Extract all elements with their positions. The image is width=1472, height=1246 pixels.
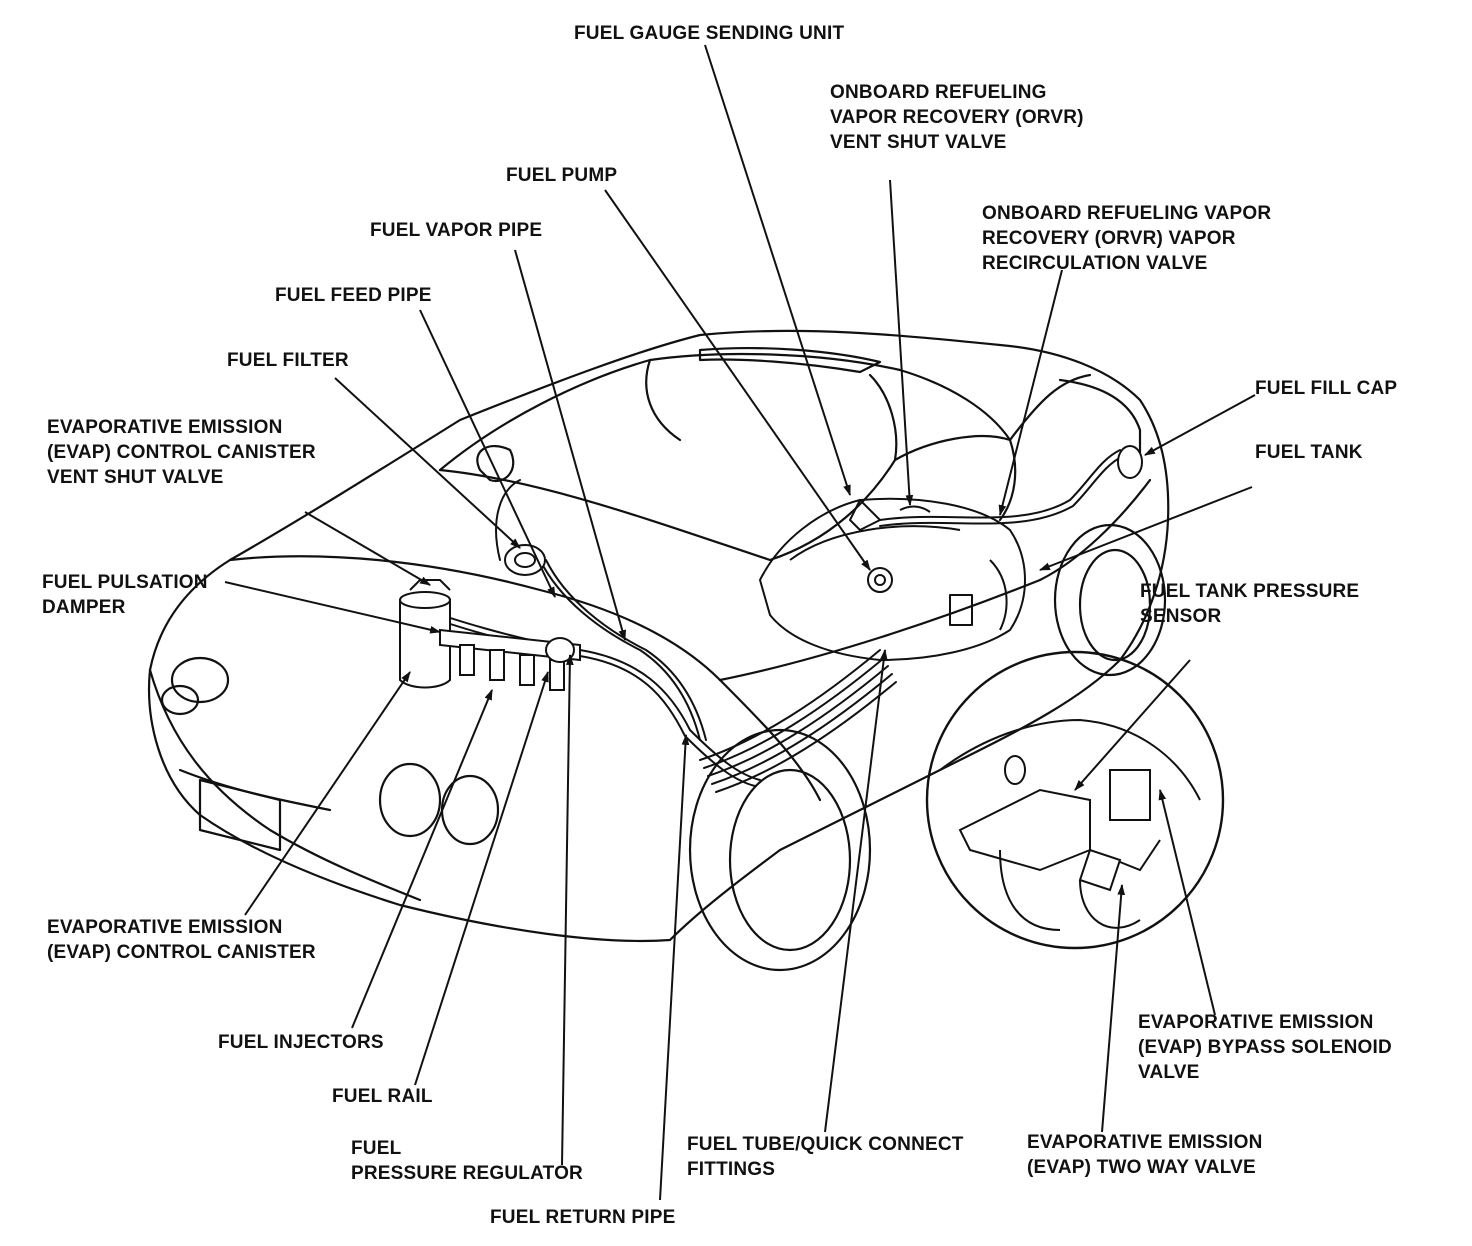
label-orvr-vapor-recirculation-valve: ONBOARD REFUELING VAPOR RECOVERY (ORVR) … [982, 203, 1272, 274]
label-fuel-return-pipe: FUEL RETURN PIPE [490, 1207, 676, 1228]
leader-fuel-vapor-pipe [514, 249, 627, 642]
label-fuel-fill-cap: FUEL FILL CAP [1255, 378, 1398, 399]
engine-components [399, 445, 1143, 691]
fuel-tank-drawing [759, 497, 1026, 661]
label-evap-control-canister: EVAPORATIVE EMISSION (EVAP) CONTROL CANI… [47, 917, 316, 963]
label-evap-bypass-solenoid-valve: EVAPORATIVE EMISSION (EVAP) BYPASS SOLEN… [1138, 1012, 1392, 1083]
leader-fuel-rail [414, 670, 549, 1086]
label-orvr-vent-shut-valve: ONBOARD REFUELING VAPOR RECOVERY (ORVR) … [830, 82, 1084, 153]
leader-fuel-tube-quick-connect [824, 648, 888, 1133]
leader-orvr-vapor-recirculation [998, 269, 1063, 517]
leader-evap-two-way-valve [1101, 883, 1126, 1133]
leader-orvr-vent-shut-valve [889, 179, 914, 507]
fuel-lines [399, 449, 1124, 793]
leader-evap-bypass-solenoid [1158, 788, 1216, 1016]
label-fuel-rail: FUEL RAIL [332, 1086, 433, 1107]
label-fuel-feed-pipe: FUEL FEED PIPE [275, 285, 432, 306]
leader-fuel-feed-pipe [419, 309, 556, 598]
leader-fuel-tank [1038, 486, 1253, 571]
label-fuel-pump: FUEL PUMP [506, 165, 618, 186]
leader-lines [224, 44, 1256, 1201]
label-fuel-tank: FUEL TANK [1255, 442, 1363, 463]
leader-fuel-fill-cap [1144, 394, 1256, 456]
inset-detail [925, 650, 1225, 950]
label-evap-two-way-valve: EVAPORATIVE EMISSION (EVAP) TWO WAY VALV… [1027, 1132, 1263, 1178]
label-fuel-tube-quick-connect-fittings: FUEL TUBE/QUICK CONNECT FITTINGS [687, 1134, 964, 1180]
label-fuel-pulsation-damper: FUEL PULSATION DAMPER [42, 572, 208, 618]
leader-fuel-pump [604, 189, 871, 571]
label-fuel-injectors: FUEL INJECTORS [218, 1032, 384, 1053]
leader-evap-vent-shut-valve [304, 511, 431, 586]
leader-fuel-injectors [351, 688, 493, 1029]
label-fuel-gauge-sending-unit: FUEL GAUGE SENDING UNIT [574, 23, 845, 44]
leader-fuel-gauge-sending-unit [704, 44, 851, 497]
leader-evap-canister [244, 671, 411, 916]
label-evap-canister-vent-shut-valve: EVAPORATIVE EMISSION (EVAP) CONTROL CANI… [47, 417, 316, 488]
label-fuel-tank-pressure-sensor: FUEL TANK PRESSURE SENSOR [1140, 581, 1360, 627]
label-fuel-vapor-pipe: FUEL VAPOR PIPE [370, 220, 543, 241]
leader-fuel-return-pipe [659, 733, 690, 1201]
leader-fuel-tank-pressure-sensor [1074, 659, 1191, 791]
leader-fuel-pulsation-damper [224, 581, 442, 634]
leader-fuel-filter [334, 377, 521, 549]
label-fuel-filter: FUEL FILTER [227, 350, 349, 371]
label-fuel-pressure-regulator: FUEL PRESSURE REGULATOR [351, 1138, 583, 1184]
leader-fuel-pressure-regulator [561, 653, 574, 1166]
